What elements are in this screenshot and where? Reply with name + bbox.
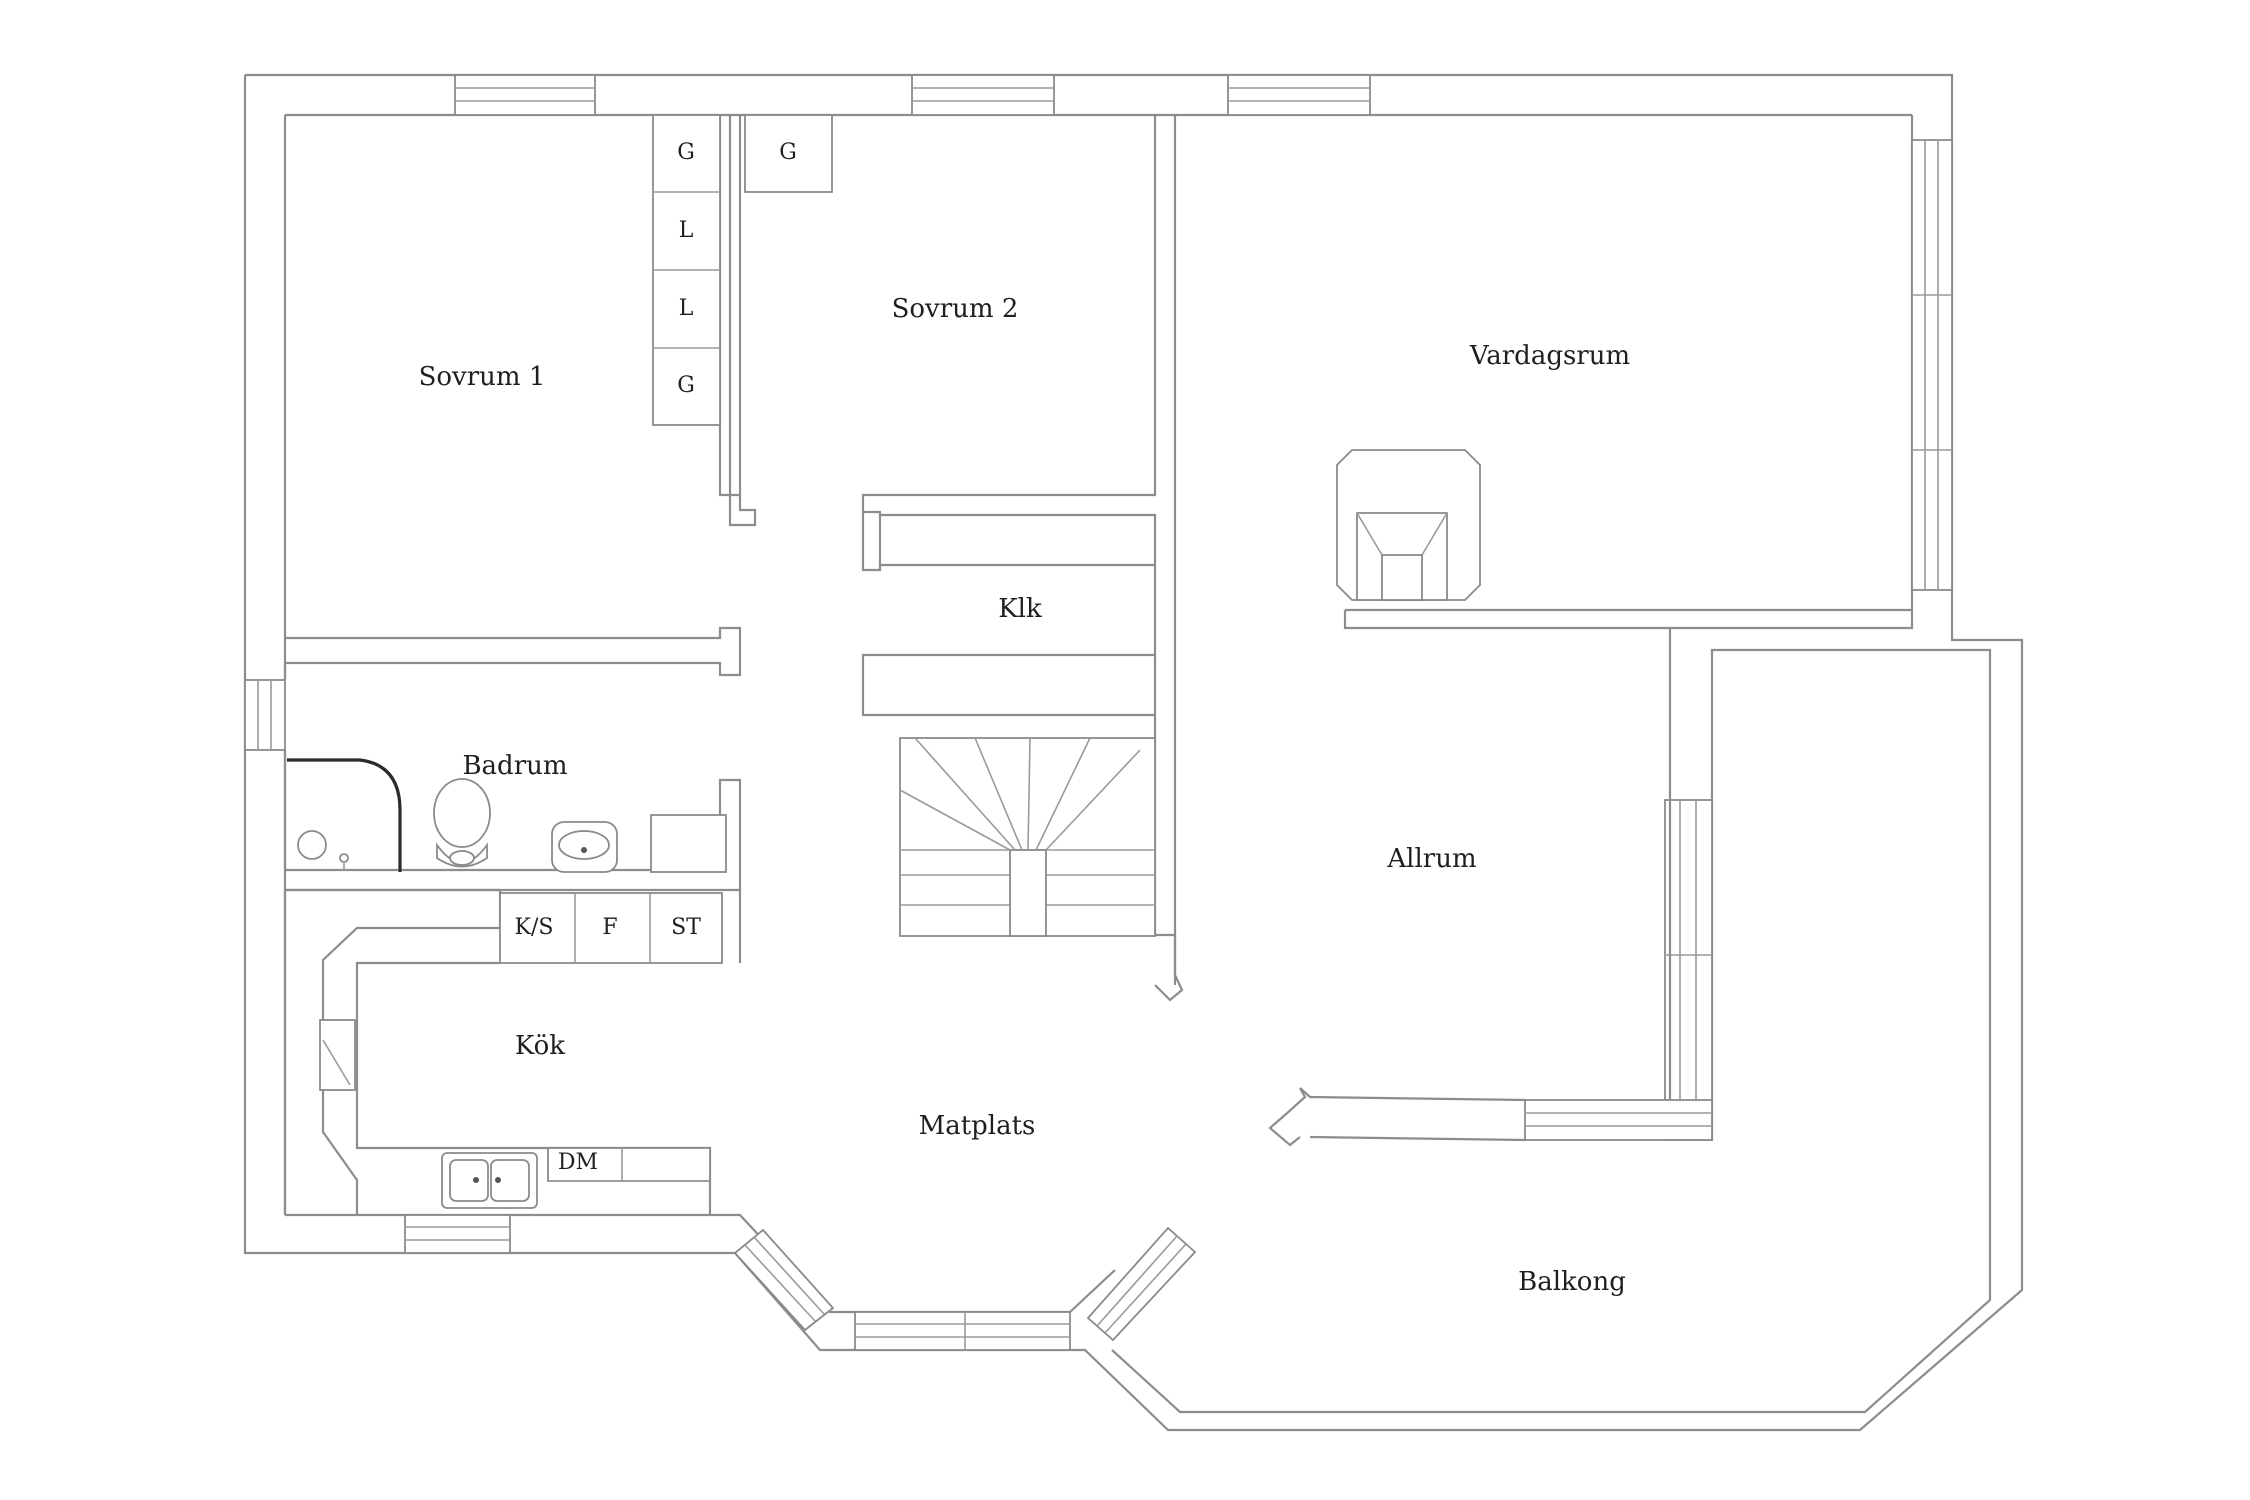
closet-label-l2: L — [679, 296, 694, 321]
room-label-vardagsrum: Vardagsrum — [1469, 341, 1630, 371]
closet-label-l1: L — [679, 218, 694, 243]
room-label-sovrum2: Sovrum 2 — [892, 294, 1019, 324]
bathroom-fixtures — [287, 758, 727, 873]
appliance-label-dm: DM — [558, 1150, 598, 1175]
room-label-badrum: Badrum — [462, 751, 567, 781]
closet-label-g2: G — [677, 373, 695, 398]
closets — [652, 114, 833, 426]
fireplace — [1336, 449, 1481, 601]
staircase — [899, 737, 1156, 937]
closet-label-g1: G — [677, 140, 695, 165]
room-label-kok: Kök — [515, 1031, 565, 1061]
appliance-label-f: F — [602, 915, 617, 940]
kitchen-counters — [285, 888, 723, 1215]
room-label-klk: Klk — [998, 594, 1042, 624]
appliance-label-ks: K/S — [515, 915, 554, 940]
room-label-matplats: Matplats — [919, 1111, 1036, 1141]
appliance-label-st: ST — [671, 915, 701, 940]
room-label-balkong: Balkong — [1518, 1267, 1626, 1297]
windows — [244, 74, 1953, 1351]
closet-label-g3: G — [779, 140, 797, 165]
room-label-sovrum1: Sovrum 1 — [419, 362, 546, 392]
room-label-allrum: Allrum — [1386, 844, 1476, 874]
interior-walls — [283, 115, 1914, 1215]
